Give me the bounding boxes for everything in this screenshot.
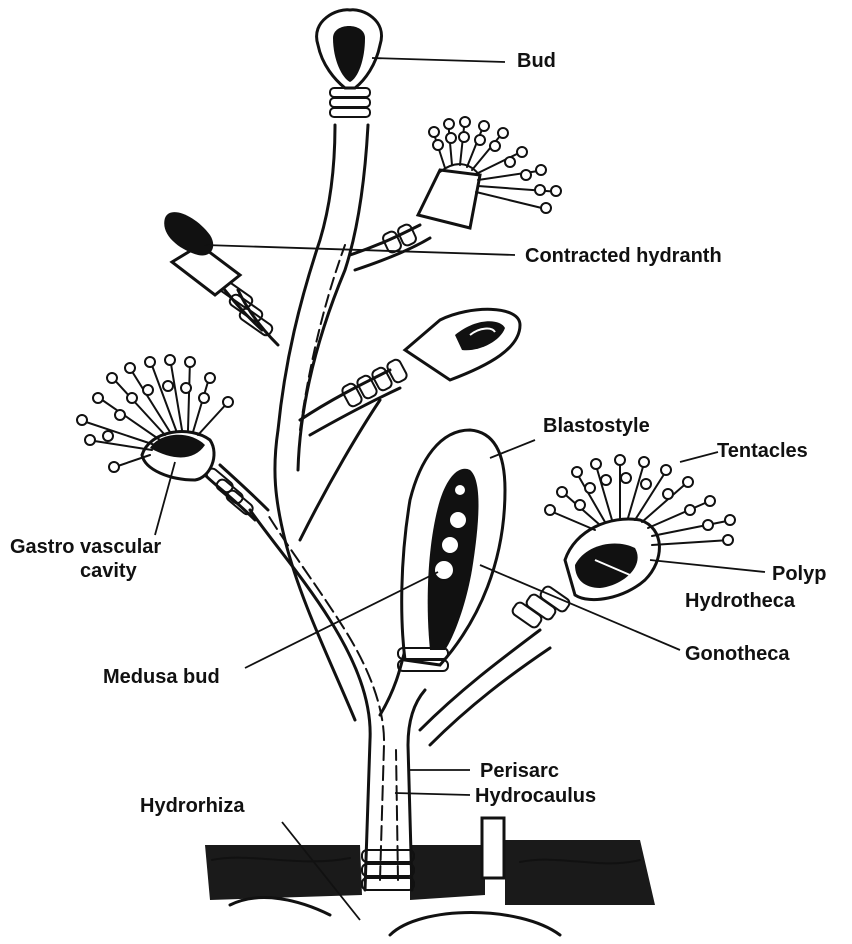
leader-hydrocaulus	[395, 793, 470, 795]
gonotheca	[398, 430, 505, 671]
contracted-hydranth	[164, 212, 278, 345]
label-bud: Bud	[517, 50, 556, 72]
label-contracted-hydranth: Contracted hydranth	[525, 245, 722, 267]
left-open-hydranth	[77, 355, 268, 520]
label-tentacles: Tentacles	[717, 440, 808, 462]
leader-bud	[372, 58, 505, 62]
leader-contracted-hydranth	[205, 245, 515, 255]
label-cavity: cavity	[80, 560, 138, 582]
label-perisarc: Perisarc	[480, 760, 559, 782]
mid-right-hydranth	[300, 309, 520, 435]
bud	[317, 10, 382, 117]
label-medusa-bud: Medusa bud	[103, 666, 220, 688]
label-hydrocaulus: Hydrocaulus	[475, 785, 596, 807]
leader-polyp	[650, 560, 765, 572]
label-polyp: Polyp	[772, 563, 826, 585]
label-gonotheca: Gonotheca	[685, 643, 790, 665]
substrate-rock	[205, 818, 655, 935]
label-hydrotheca: Hydrotheca	[685, 590, 796, 612]
leader-tentacles	[680, 452, 718, 462]
label-hydrorhiza: Hydrorhiza	[140, 795, 245, 817]
label-gastro-vascular: Gastro vascular	[10, 536, 161, 558]
label-blastostyle: Blastostyle	[543, 415, 650, 437]
